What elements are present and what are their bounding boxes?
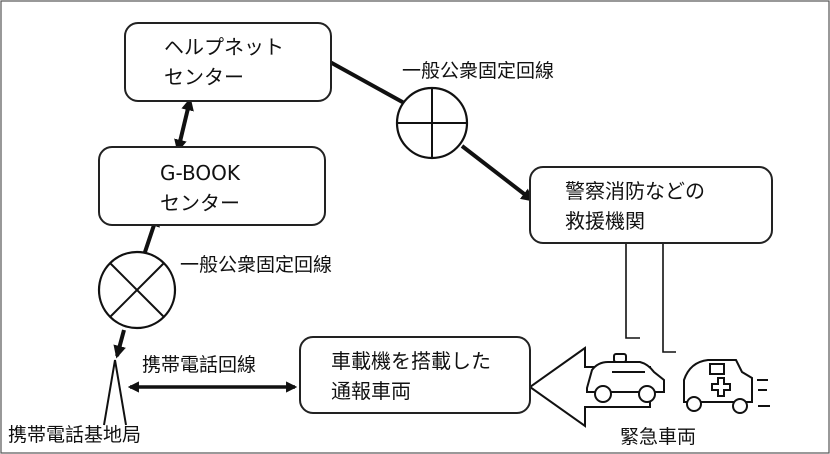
landline-label-top: 一般公衆固定回線 <box>402 60 555 82</box>
mobile-line-label: 携帯電話回線 <box>142 354 257 376</box>
helpnet-line2: センター <box>164 65 244 89</box>
base-station-label: 携帯電話基地局 <box>8 424 142 446</box>
landline-label-left: 一般公衆固定回線 <box>180 254 333 276</box>
police-car-icon <box>586 353 665 403</box>
gbook-line2: センター <box>160 191 240 215</box>
rescue-agency-box: 警察消防などの 救援機関 <box>529 166 773 244</box>
rescue-line1: 警察消防などの <box>565 179 705 203</box>
vehicle-line2: 通報車両 <box>331 379 411 403</box>
emergency-vehicles-label: 緊急車両 <box>620 426 697 448</box>
helpnet-center-box: ヘルプネット センター <box>124 22 332 102</box>
gbook-line1: G-BOOK <box>160 161 240 185</box>
gbook-center-box: G-BOOK センター <box>98 146 326 226</box>
station-landline-link <box>113 329 126 359</box>
rescue-dispatch-pipe <box>625 243 676 353</box>
reporting-vehicle-box: 車載機を搭載した 通報車両 <box>299 336 531 414</box>
landline-node-top <box>395 86 469 160</box>
antenna-icon <box>103 359 127 426</box>
rescue-line2: 救援機関 <box>565 209 645 233</box>
landline-node-left <box>97 250 177 330</box>
landline-rescue-link <box>460 144 535 202</box>
helpnet-gbook-link <box>174 97 194 153</box>
ambulance-icon <box>683 359 770 414</box>
helpnet-landline-link <box>329 60 407 106</box>
vehicle-line1: 車載機を搭載した <box>331 349 491 373</box>
helpnet-line1: ヘルプネット <box>164 35 284 59</box>
